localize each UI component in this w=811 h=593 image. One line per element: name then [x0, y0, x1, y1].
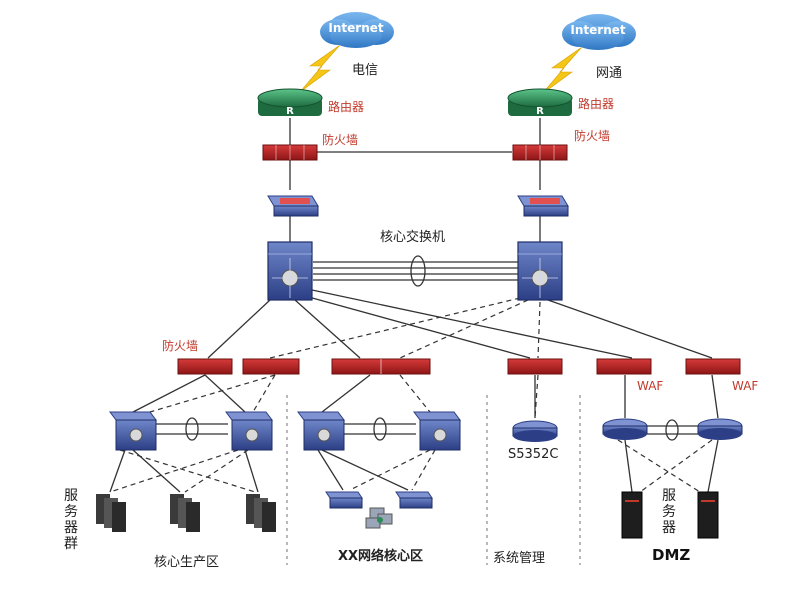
waf-label: WAF — [732, 379, 758, 393]
router-left[interactable]: R — [257, 88, 323, 117]
firewall-waf-right[interactable] — [685, 358, 741, 375]
internet-cloud-right: Internet — [562, 14, 636, 50]
lightning-icon — [541, 46, 583, 95]
server-rack-icon — [96, 494, 126, 532]
appliance-left[interactable] — [267, 195, 319, 217]
firewall-top-right[interactable] — [512, 144, 568, 161]
dmz-server-icon — [697, 491, 719, 539]
workstation-cluster-icon — [365, 507, 393, 529]
router-label: 路由器 — [328, 99, 364, 114]
dashed-links — [109, 297, 713, 565]
firewall-core-prod-a[interactable] — [177, 358, 233, 375]
switch-core-prod-right[interactable] — [225, 411, 273, 451]
zone-xx-network-label: XX网络核心区 — [338, 548, 423, 564]
zone-management-label: 系统管理 — [493, 551, 545, 566]
server-group-label: 服 务 器 群 — [64, 488, 82, 552]
firewall-mgmt[interactable] — [507, 358, 563, 375]
zone-core-production-label: 核心生产区 — [154, 555, 219, 570]
core-switch-label: 核心交换机 — [380, 229, 445, 245]
dmz-aggregation — [665, 419, 679, 441]
dmz-server-icon — [621, 491, 643, 539]
firewall-top-left[interactable] — [262, 144, 318, 161]
switch-core-prod-left[interactable] — [109, 411, 157, 451]
links — [109, 118, 719, 493]
firewall-label: 防火墙 — [574, 128, 610, 143]
lightning-icon — [299, 44, 341, 93]
internet-label: Internet — [570, 23, 625, 37]
firewall-xx-zone[interactable] — [331, 358, 431, 375]
server-rack-icon — [246, 494, 276, 532]
access-switch-xx-b[interactable] — [395, 491, 433, 509]
router-right[interactable]: R — [507, 88, 573, 117]
core-prod-aggregation — [185, 417, 199, 441]
switch-dmz-right[interactable] — [697, 418, 743, 440]
firewall-label: 防火墙 — [162, 338, 198, 353]
internet-label: Internet — [328, 21, 383, 35]
firewall-waf-left[interactable] — [596, 358, 652, 375]
core-switch-left[interactable] — [267, 241, 313, 301]
firewall-label: 防火墙 — [322, 132, 358, 147]
isp-label-telecom: 电信 — [352, 63, 378, 78]
server-label: 服 务 器 — [662, 488, 680, 536]
internet-cloud-left: Internet — [320, 12, 394, 48]
switch-xx-left[interactable] — [297, 411, 345, 451]
zone-dmz-label: DMZ — [652, 546, 690, 564]
isp-label-netcom: 网通 — [596, 66, 622, 81]
switch-dmz-left[interactable] — [602, 418, 648, 440]
xx-zone-aggregation — [373, 417, 387, 441]
waf-label: WAF — [637, 379, 663, 393]
switch-xx-right[interactable] — [413, 411, 461, 451]
access-switch-xx-a[interactable] — [325, 491, 363, 509]
core-trunk-aggregation — [410, 255, 426, 287]
firewall-core-prod-b[interactable] — [242, 358, 300, 375]
appliance-right[interactable] — [517, 195, 569, 217]
s5352c-label: S5352C — [508, 447, 558, 462]
switch-s5352c[interactable] — [512, 420, 558, 442]
svg-text:R: R — [286, 106, 294, 117]
svg-text:R: R — [536, 106, 544, 117]
core-switch-right[interactable] — [517, 241, 563, 301]
router-label: 路由器 — [578, 96, 614, 111]
server-rack-icon — [170, 494, 200, 532]
